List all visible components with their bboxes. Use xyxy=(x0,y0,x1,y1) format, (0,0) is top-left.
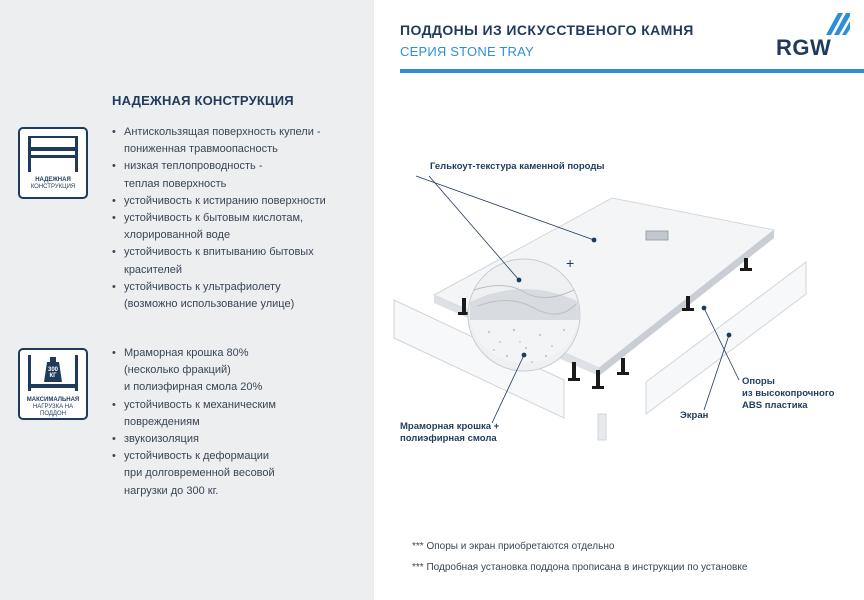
weight-icon xyxy=(28,355,78,391)
callout-marble: Мраморная крошка +полиэфирная смола xyxy=(400,421,500,444)
header-divider xyxy=(400,69,864,73)
page-title: ПОДДОНЫ ИЗ ИСКУССТВЕНОГО КАМНЯ xyxy=(400,22,694,38)
list-item: устойчивость к ультрафиолету(возможно ис… xyxy=(112,279,326,313)
brand-logo: RGW xyxy=(776,7,850,61)
support-legs xyxy=(458,258,752,389)
list-item: низкая теплопроводность -теплая поверхно… xyxy=(112,158,326,192)
callout-leaders xyxy=(415,175,740,424)
construction-badge: НАДЕЖНАЯ КОНСТРУКЦИЯ xyxy=(18,127,88,199)
callout-screen: Экран xyxy=(680,410,709,421)
list-item: звукоизоляция xyxy=(112,431,276,448)
plus-icon: + xyxy=(566,255,574,271)
screen-panel-side xyxy=(645,261,807,415)
series-subtitle: СЕРИЯ STONE TRAY xyxy=(400,44,534,59)
screen-corner xyxy=(597,413,607,441)
footnote-sold-separately: *** Опоры и экран приобретаются отдельно xyxy=(412,541,615,552)
list-item: Мраморная крошка 80%(несколько фракций)и… xyxy=(112,345,276,397)
shower-tray-illustration: + xyxy=(393,175,807,441)
marble-layer xyxy=(470,320,579,364)
list-item: устойчивость к бытовым кислотам,хлориров… xyxy=(112,210,326,244)
logo-stripes-icon xyxy=(826,13,850,35)
shelf-icon xyxy=(28,136,78,172)
list-item: Антискользящая поверхность купели -пониж… xyxy=(112,124,326,158)
features-list-composition: Мраморная крошка 80%(несколько фракций)и… xyxy=(112,345,276,500)
list-item: устойчивость к истиранию поверхности xyxy=(112,193,326,210)
load-badge-caption: МАКСИМАЛЬНАЯ НАГРУЗКА НА ПОДДОН xyxy=(26,397,80,417)
drain-grate xyxy=(645,230,669,241)
construction-badge-caption: НАДЕЖНАЯ КОНСТРУКЦИЯ xyxy=(30,177,76,190)
features-panel: НАДЕЖНАЯ КОНСТРУКЦИЯ НАДЕЖНАЯ КОНСТРУКЦИ… xyxy=(0,0,374,600)
logo-text: RGW xyxy=(776,35,832,60)
section-title: НАДЕЖНАЯ КОНСТРУКЦИЯ xyxy=(112,93,294,108)
footnote-installation: *** Подробная установка поддона прописан… xyxy=(412,562,748,573)
list-item: устойчивость к впитыванию бытовыхкрасите… xyxy=(112,244,326,278)
marble-grains xyxy=(487,328,566,363)
features-list-durability: Антискользящая поверхность купели -пониж… xyxy=(112,124,326,313)
callout-gelcoat: Гелькоут-текстура каменной породы xyxy=(430,161,605,172)
